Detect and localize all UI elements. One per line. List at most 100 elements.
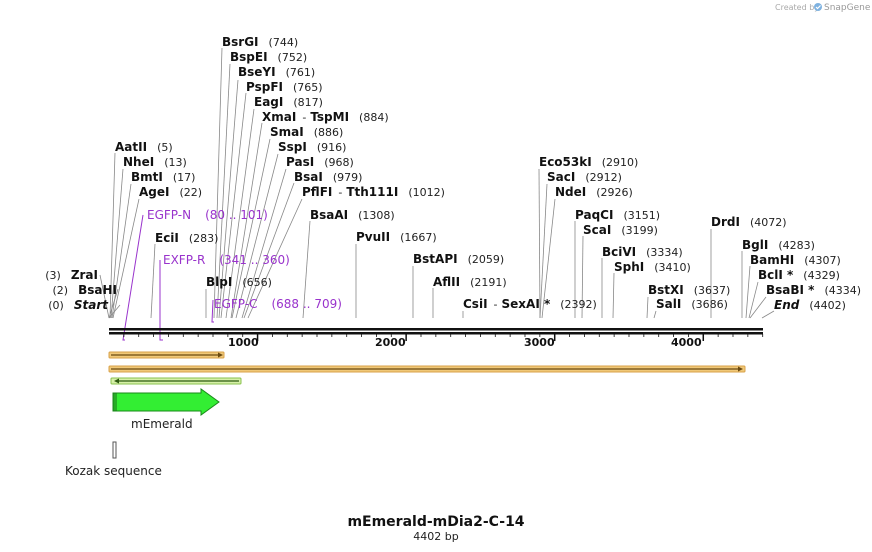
enzyme-name: BglI	[742, 238, 768, 252]
enzyme-site[interactable]: BsaI(979)	[294, 170, 362, 184]
enzyme-name: BstAPI	[413, 252, 458, 266]
enzyme-sites: BsrGI(744) BspEI(752) BseYI(761) PspFI(7…	[45, 35, 861, 312]
enzyme-name: SmaI	[270, 125, 304, 139]
sequence-backbone: 1000 2000 3000 4000	[109, 328, 764, 349]
enzyme-separator: -	[302, 111, 306, 124]
enzyme-site[interactable]: BsaBI *(4334)	[766, 283, 861, 297]
enzyme-site[interactable]: BstXI(3637)	[648, 283, 730, 297]
enzyme-site[interactable]: PflFI-Tth111I(1012)	[302, 185, 445, 199]
enzyme-site[interactable]: BspEI(752)	[230, 50, 307, 64]
primer-range: (688 .. 709)	[271, 297, 341, 311]
primer-leader-egfp-n	[122, 214, 144, 341]
enzyme-name: BstXI	[648, 283, 684, 297]
enzyme-site[interactable]: SspI(916)	[278, 140, 346, 154]
enzyme-site[interactable]: Eco53kI(2910)	[539, 155, 638, 169]
feature-kozak-marker[interactable]	[112, 441, 117, 459]
enzyme-name: PasI	[286, 155, 314, 169]
enzyme-site[interactable]: SphI (3410)	[614, 260, 691, 274]
enzyme-name: PvuII	[356, 230, 390, 244]
enzyme-name-2: SexAI *	[502, 297, 551, 311]
enzyme-site[interactable]: EagI (817)	[254, 95, 323, 109]
enzyme-site[interactable]: AgeI(22)	[139, 185, 202, 199]
enzyme-name: SphI	[614, 260, 644, 274]
enzyme-site[interactable]: (0)Start	[48, 298, 109, 312]
primer-egfp-n[interactable]: EGFP-N(80 .. 101)	[147, 208, 268, 222]
enzyme-site[interactable]: BmtI(17)	[131, 170, 195, 184]
enzyme-site[interactable]: SacI(2912)	[547, 170, 622, 184]
enzyme-name: BseYI	[238, 65, 276, 79]
enzyme-site[interactable]: PasI (968)	[286, 155, 354, 169]
enzyme-position: (817)	[293, 96, 323, 109]
enzyme-site[interactable]: BsrGI(744)	[222, 35, 298, 49]
enzyme-site[interactable]: BstAPI(2059)	[413, 252, 504, 266]
enzyme-position: (3686)	[691, 298, 728, 311]
enzyme-name: DrdI	[711, 215, 740, 229]
enzyme-name: XmaI	[262, 110, 296, 124]
enzyme-name: BciVI	[602, 245, 636, 259]
enzyme-name: BsaAI	[310, 208, 348, 222]
enzyme-site[interactable]: PspFI(765)	[246, 80, 323, 94]
enzyme-site[interactable]: NheI(13)	[123, 155, 187, 169]
enzyme-position: (968)	[324, 156, 354, 169]
enzyme-name: BsaBI *	[766, 283, 815, 297]
enzyme-position: (4072)	[750, 216, 787, 229]
enzyme-position: (752)	[278, 51, 308, 64]
enzyme-position: (3410)	[654, 261, 691, 274]
enzyme-name: NheI	[123, 155, 154, 169]
features: mEmerald Kozak sequence	[65, 388, 220, 478]
enzyme-site[interactable]: AflII(2191)	[433, 275, 507, 289]
enzyme-position: (4283)	[778, 239, 815, 252]
enzyme-name: End	[774, 298, 800, 312]
enzyme-position: (4329)	[803, 269, 840, 282]
feature-memerald-arrow[interactable]	[112, 388, 220, 416]
enzyme-site[interactable]: PvuII (1667)	[356, 230, 437, 244]
enzyme-name: PaqCI	[575, 208, 613, 222]
enzyme-site[interactable]: XmaI-TspMI(884)	[262, 110, 389, 124]
enzyme-site[interactable]: SalI(3686)	[656, 297, 728, 311]
enzyme-name: EagI	[254, 95, 283, 109]
scale-label: 2000	[375, 336, 406, 349]
enzyme-position: (1667)	[400, 231, 437, 244]
primers: EGFP-N(80 .. 101) EXFP-R(341 .. 360) EGF…	[122, 208, 342, 341]
enzyme-position: (979)	[333, 171, 363, 184]
enzyme-site[interactable]: BglI (4283)	[742, 238, 815, 252]
enzyme-position: (765)	[293, 81, 323, 94]
enzyme-position: (17)	[173, 171, 196, 184]
enzyme-position: (22)	[179, 186, 202, 199]
enzyme-site[interactable]: SmaI (886)	[270, 125, 343, 139]
enzyme-site[interactable]: End(4402)	[774, 298, 846, 312]
primer-egfp-c[interactable]: EGFP-C(688 .. 709)	[214, 297, 342, 311]
enzyme-site[interactable]: PaqCI(3151)	[575, 208, 660, 222]
enzyme-site[interactable]: (2)BsaHI	[53, 283, 118, 297]
credit-brand[interactable]: SnapGene	[824, 3, 871, 13]
enzyme-site[interactable]: BciVI (3334)	[602, 245, 683, 259]
enzyme-site[interactable]: BamHI(4307)	[750, 253, 841, 267]
enzyme-site[interactable]: CsiI-SexAI *(2392)	[463, 297, 597, 311]
enzyme-position: (3334)	[646, 246, 683, 259]
enzyme-site[interactable]: BclI *(4329)	[758, 268, 840, 282]
enzyme-name: Start	[74, 298, 109, 312]
enzyme-name: Eco53kI	[539, 155, 592, 169]
enzyme-name: SacI	[547, 170, 575, 184]
enzyme-site[interactable]: (3)ZraI	[45, 268, 98, 282]
enzyme-name: ZraI	[71, 268, 98, 282]
map-length: 4402 bp	[413, 530, 458, 543]
enzyme-site[interactable]: BsaAI(1308)	[310, 208, 395, 222]
primer-exfp-r[interactable]: EXFP-R(341 .. 360)	[163, 253, 290, 267]
enzyme-site[interactable]: BlpI(656)	[206, 275, 272, 289]
enzyme-site[interactable]: DrdI (4072)	[711, 215, 787, 229]
feature-label: mEmerald	[131, 417, 193, 431]
enzyme-site[interactable]: NdeI(2926)	[555, 185, 633, 199]
enzyme-name-2: TspMI	[310, 110, 349, 124]
enzyme-site[interactable]: AatII(5)	[115, 140, 173, 154]
enzyme-name: BamHI	[750, 253, 794, 267]
enzyme-site[interactable]: ScaI(3199)	[583, 223, 658, 237]
enzyme-name: SspI	[278, 140, 307, 154]
enzyme-position: (886)	[314, 126, 344, 139]
credit-prefix: Created by	[775, 3, 819, 12]
enzyme-site[interactable]: EciI(283)	[155, 231, 218, 245]
scale-label: 1000	[228, 336, 259, 349]
enzyme-site[interactable]: BseYI(761)	[238, 65, 315, 79]
enzyme-position: (2191)	[470, 276, 507, 289]
